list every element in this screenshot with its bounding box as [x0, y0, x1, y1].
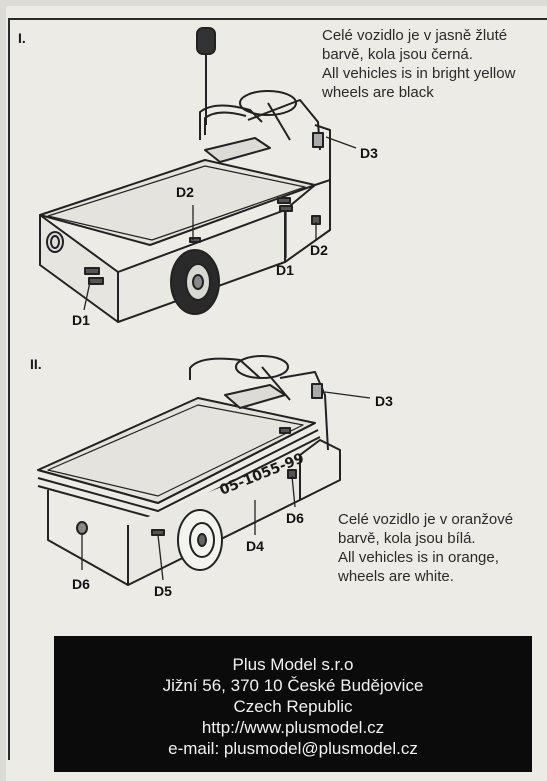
- company-website: http://www.plusmodel.cz: [201, 718, 385, 737]
- company-country: Czech Republic: [233, 697, 353, 716]
- section-1-description: Celé vozidlo je v jasně žluté barvě, kol…: [322, 26, 515, 102]
- section-1-desc-line: wheels are black: [322, 84, 434, 101]
- company-footer: Plus Model s.r.o Jižní 56, 370 10 České …: [54, 636, 532, 772]
- callout-d4: D4: [246, 538, 264, 554]
- section-2-description: Celé vozidlo je v oranžové barvě, kola j…: [338, 510, 513, 586]
- company-name: Plus Model s.r.o: [232, 655, 354, 674]
- section-1-desc-line: All vehicles is in bright yellow: [322, 65, 516, 82]
- sheet-frame: [8, 18, 547, 760]
- company-address: Jižní 56, 370 10 České Budějovice: [162, 676, 424, 695]
- callout-d3: D3: [375, 393, 393, 409]
- section-2-desc-line: wheels are white.: [338, 568, 454, 585]
- callout-d2: D2: [176, 184, 194, 200]
- section-1-desc-line: barvě, kola jsou černá.: [322, 46, 473, 63]
- callout-d6: D6: [72, 576, 90, 592]
- section-2-desc-line: All vehicles is in orange,: [338, 549, 499, 566]
- company-email: e-mail: plusmodel@plusmodel.cz: [168, 739, 418, 758]
- vehicle-drawings: 05-1055-99: [37, 27, 371, 586]
- section-2-desc-line: barvě, kola jsou bílá.: [338, 530, 476, 547]
- callout-d3: D3: [360, 145, 378, 161]
- section-2-desc-line: Celé vozidlo je v oranžové: [338, 511, 514, 528]
- section-1-label: I.: [18, 30, 26, 46]
- callout-d1: D1: [72, 312, 90, 328]
- callout-d5: D5: [154, 583, 172, 599]
- section-2-label: II.: [30, 356, 42, 372]
- vehicle-2-drawing: [37, 355, 341, 586]
- callout-d1: D1: [276, 262, 294, 278]
- callout-d2: D2: [310, 242, 328, 258]
- callout-d6: D6: [286, 510, 304, 526]
- section-1-desc-line: Celé vozidlo je v jasně žluté: [322, 27, 508, 44]
- vehicle-1-drawing: [39, 27, 331, 323]
